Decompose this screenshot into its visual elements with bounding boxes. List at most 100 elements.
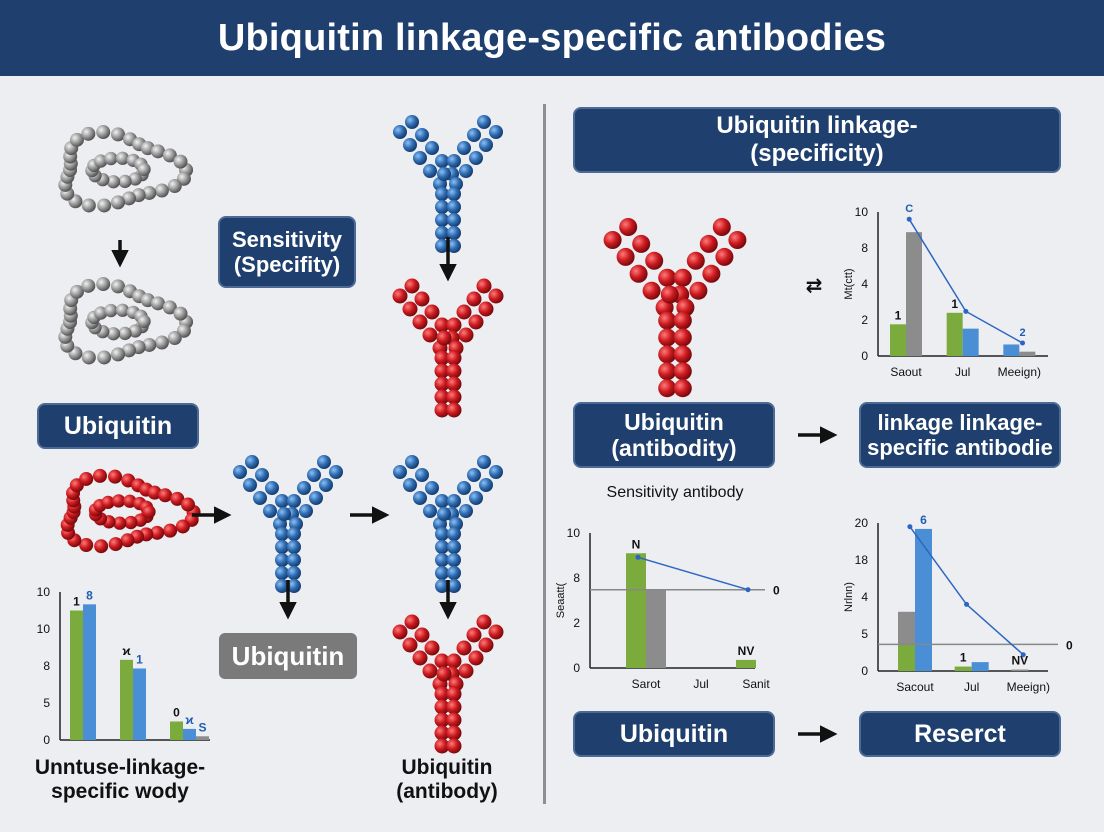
bead	[436, 666, 452, 682]
bead	[423, 504, 437, 518]
bar	[1019, 351, 1036, 356]
bead	[275, 540, 289, 554]
bead	[122, 191, 137, 206]
bead	[658, 362, 677, 381]
bead	[447, 553, 461, 567]
bar	[971, 662, 989, 671]
bead	[437, 507, 451, 521]
bead	[715, 247, 734, 266]
bead	[467, 128, 481, 142]
bead	[446, 317, 462, 333]
trend-point	[963, 308, 969, 314]
ubiquitin-label: Ubiquitin	[37, 403, 199, 449]
x-tick-label: Saout	[890, 365, 922, 379]
y-tick-label: 0	[43, 733, 50, 747]
bead	[94, 306, 108, 320]
bead	[434, 686, 450, 702]
bead	[673, 362, 692, 381]
bead	[434, 653, 450, 669]
x-tick-label: Meeign)	[1007, 680, 1050, 694]
bead	[275, 494, 289, 508]
bead	[154, 335, 169, 350]
bar-value-label: 1	[895, 308, 902, 322]
bead	[422, 663, 438, 679]
bead	[414, 291, 430, 307]
x-tick-label: Meeign)	[998, 365, 1041, 379]
bead	[180, 497, 195, 512]
y-tick-label: 10	[37, 622, 51, 636]
bead	[660, 285, 679, 304]
bead	[415, 128, 429, 142]
bead	[403, 478, 417, 492]
bead	[434, 712, 450, 728]
reserct-label: Reserct	[859, 711, 1061, 757]
bead	[128, 324, 142, 338]
bead	[642, 281, 661, 300]
bead	[150, 144, 165, 159]
bead	[728, 231, 747, 249]
bead	[435, 527, 449, 541]
bead	[167, 179, 182, 194]
bead	[435, 579, 449, 593]
bead	[447, 579, 461, 593]
bead	[142, 337, 157, 352]
bead	[457, 141, 471, 155]
bead	[150, 525, 165, 540]
bead	[393, 125, 407, 139]
bead	[447, 239, 461, 253]
bead	[106, 175, 121, 189]
bead	[412, 314, 428, 330]
bead	[699, 234, 718, 253]
trend-point	[906, 216, 912, 222]
bead	[446, 725, 462, 741]
bar	[83, 604, 96, 740]
bead	[619, 218, 638, 236]
bead	[425, 481, 439, 495]
bead	[170, 491, 185, 506]
bead	[275, 579, 289, 593]
bar	[1003, 344, 1020, 356]
bead	[137, 314, 151, 329]
bead	[92, 468, 107, 483]
bead	[476, 278, 492, 294]
bead	[434, 725, 450, 741]
bead	[469, 491, 483, 505]
bead	[476, 614, 492, 630]
bead	[253, 491, 267, 505]
bead	[435, 566, 449, 580]
bead	[245, 455, 259, 469]
bead	[447, 154, 461, 168]
bead	[402, 637, 418, 653]
bead	[147, 485, 162, 500]
bead	[435, 226, 449, 240]
bead	[142, 185, 157, 200]
bead	[478, 637, 494, 653]
bead	[414, 627, 430, 643]
bead	[104, 151, 118, 166]
x-tick-label: Jul	[693, 677, 708, 691]
y-tick-label: 4	[861, 590, 868, 604]
right-header-label: Ubiquitin linkage- (specificity)	[573, 107, 1061, 173]
bar	[646, 589, 666, 668]
x-tick-label: Sarot	[632, 677, 661, 691]
bead	[424, 304, 440, 320]
y-tick-label: 20	[855, 516, 869, 530]
bead	[446, 376, 462, 392]
bead	[435, 200, 449, 214]
y-tick-label: 0	[861, 349, 868, 363]
y-tick-label: 5	[861, 627, 868, 641]
bead	[434, 738, 450, 754]
bead	[404, 614, 420, 630]
bead	[275, 527, 289, 541]
antibody-blue-top	[393, 115, 503, 253]
x-tick-label: Jul	[964, 680, 979, 694]
bead	[479, 138, 493, 152]
bead	[446, 686, 462, 702]
bar	[133, 668, 146, 740]
bead	[104, 303, 118, 318]
bead	[122, 343, 137, 358]
bead	[287, 579, 301, 593]
bead	[243, 478, 257, 492]
